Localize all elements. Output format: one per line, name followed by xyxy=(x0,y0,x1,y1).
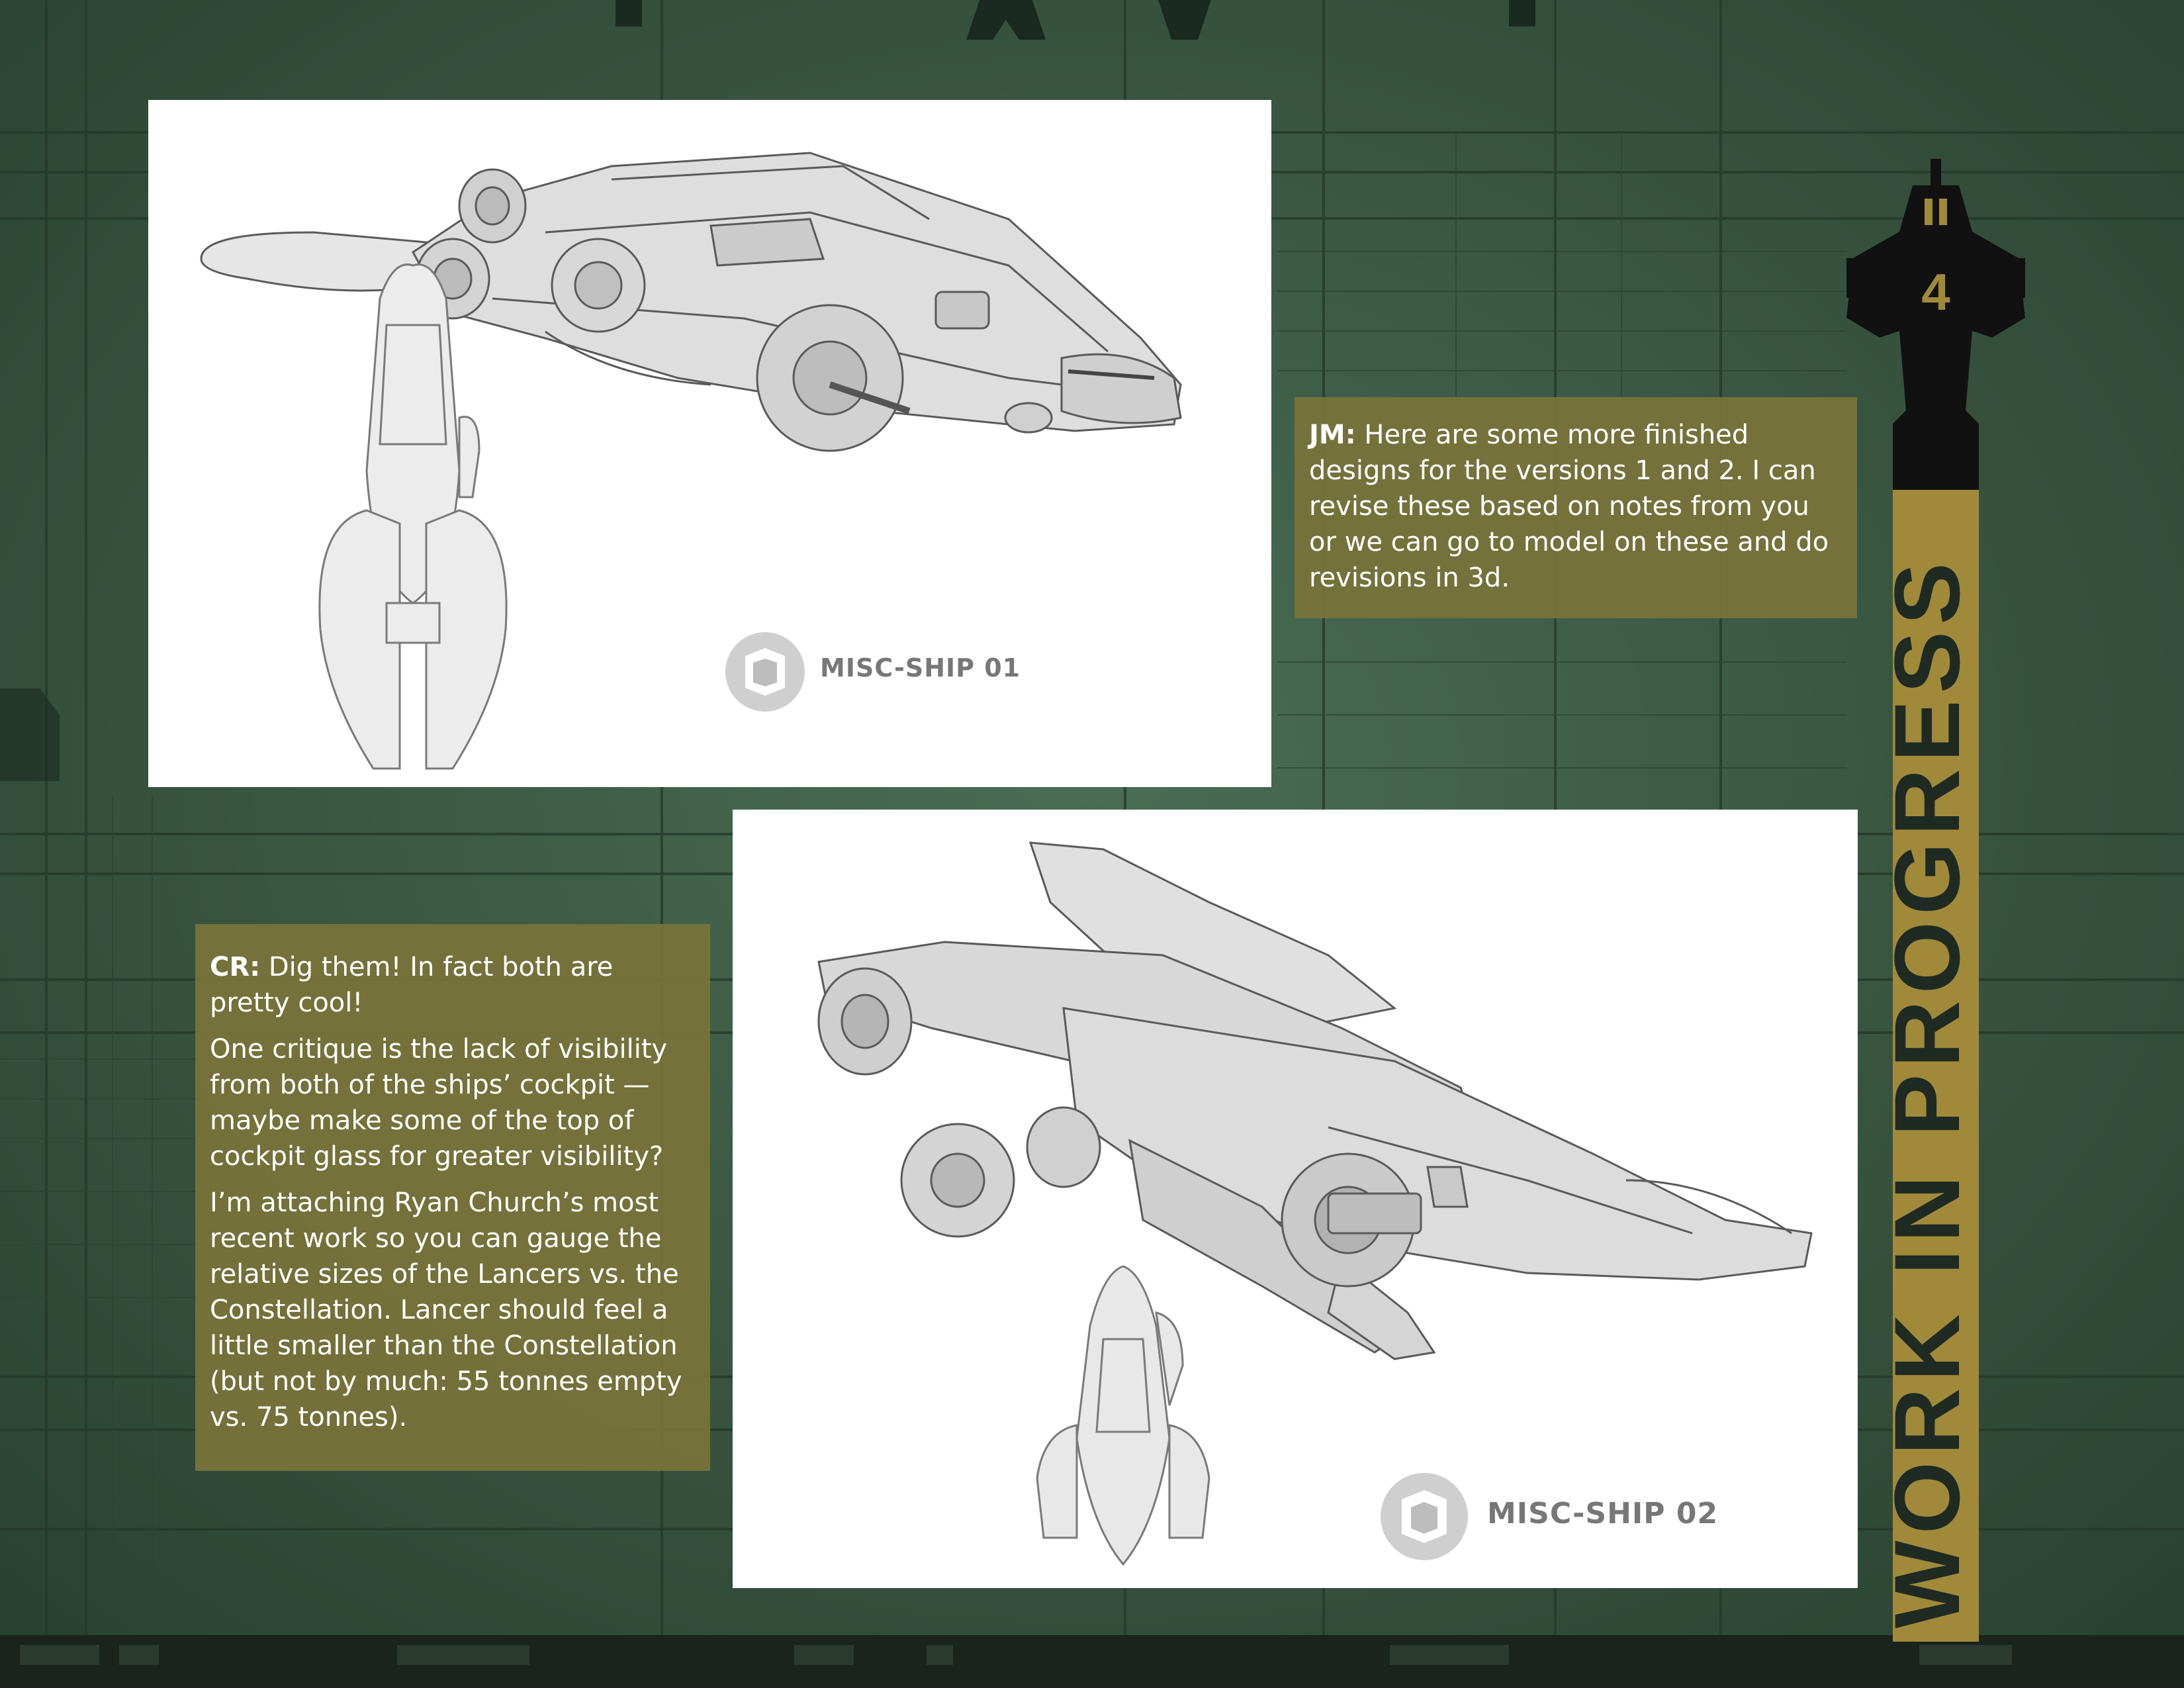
side-tab: 4 WORK IN PROGRESS xyxy=(1846,159,2025,1642)
concept-panel-ship-02: MISC-SHIP 02 xyxy=(733,810,1858,1588)
ship-01-sketch xyxy=(200,152,1182,770)
page-number: 4 xyxy=(1921,263,1950,321)
note-text: Here are some more finished designs for … xyxy=(1309,420,1829,593)
ship-label: MISC-SHIP 01 xyxy=(820,653,1021,682)
misc-logo-icon xyxy=(1381,1473,1468,1560)
note-speaker: JM: xyxy=(1309,420,1356,450)
note-jm: JM: Here are some more finished designs … xyxy=(1295,397,1857,618)
note-paragraph: One critique is the lack of visibility f… xyxy=(210,1034,668,1172)
misc-logo-icon xyxy=(725,632,805,712)
note-paragraph: I’m attaching Ryan Church’s most recent … xyxy=(210,1188,682,1432)
side-title: WORK IN PROGRESS xyxy=(1875,556,1979,1628)
note-cr: CR: Dig them! In fact both are pretty co… xyxy=(195,924,710,1471)
ship-label: MISC-SHIP 02 xyxy=(1487,1497,1719,1530)
note-text: Dig them! In fact both are pretty cool! xyxy=(210,952,614,1018)
note-speaker: CR: xyxy=(210,952,261,982)
concept-panel-ship-01: MISC-SHIP 01 xyxy=(148,100,1271,787)
ship-silhouette-icon xyxy=(1846,159,2025,490)
ship-02-sketch xyxy=(817,841,1813,1566)
